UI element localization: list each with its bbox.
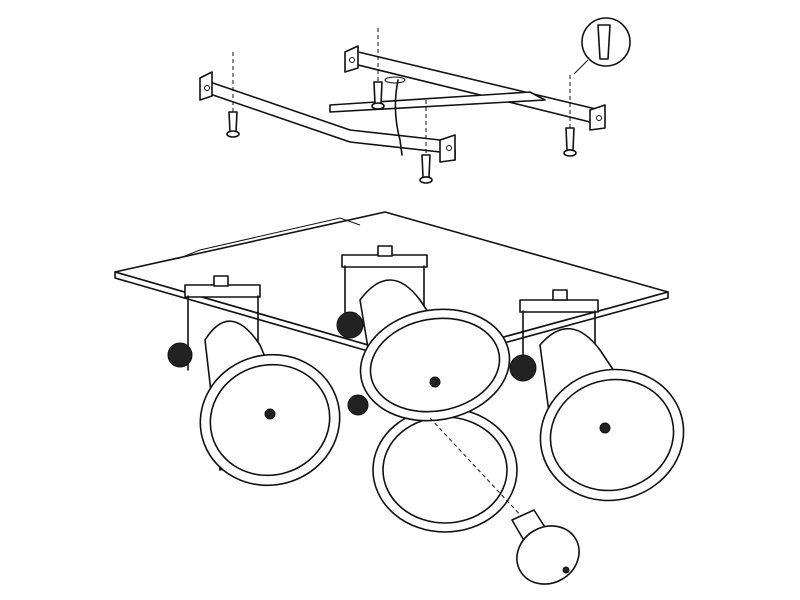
knob-icon <box>347 394 369 416</box>
screw-icon <box>565 127 575 151</box>
spotlight-left <box>167 275 341 487</box>
knob-icon <box>509 354 537 382</box>
knob-icon <box>167 342 193 368</box>
mounting-bracket <box>199 45 606 163</box>
spotlight-right <box>509 289 685 502</box>
spotlight-back <box>347 394 518 533</box>
screw-icon <box>421 154 431 178</box>
led-bulb <box>429 417 580 585</box>
screw-icon <box>228 111 238 133</box>
spotlight-center <box>336 245 511 422</box>
screws <box>226 17 631 184</box>
knob-icon <box>336 311 364 339</box>
screw-icon <box>373 81 383 105</box>
